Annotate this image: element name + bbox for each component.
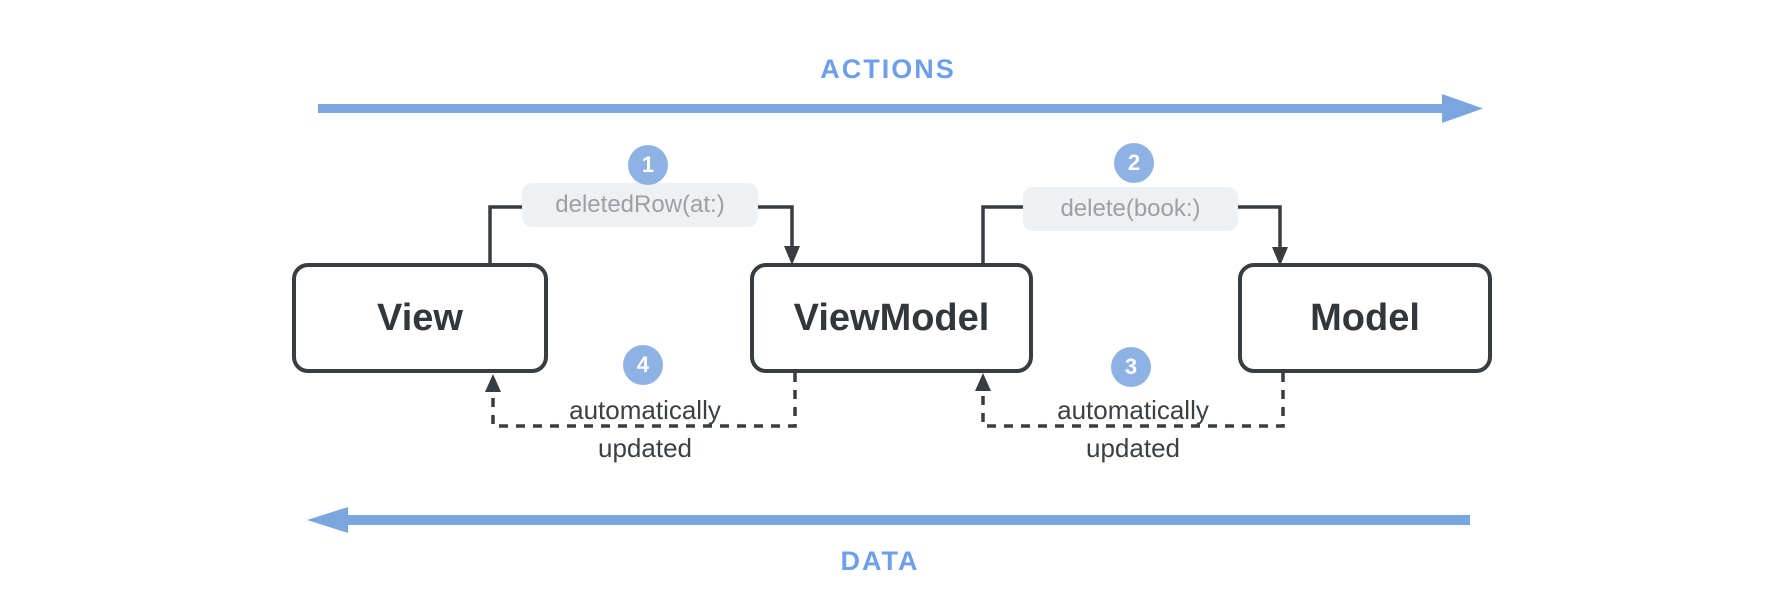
data-flow-label: DATA [840, 546, 920, 576]
auto-updated-note-viewmodel: automatically updated [1057, 395, 1209, 463]
down-arrowhead-icon [1272, 247, 1288, 266]
method-chip-deletedrow: deletedRow(at:) [522, 183, 758, 227]
step-badge-3: 3 [1111, 347, 1151, 387]
step-badge-1: 1 [628, 145, 668, 185]
actions-flow-arrow [318, 94, 1483, 123]
view-box: View [292, 263, 548, 373]
model-box: Model [1238, 263, 1492, 373]
auto-updated-note-view: automatically updated [569, 395, 721, 463]
up-arrowhead-icon [485, 374, 501, 392]
method-chip-delete: delete(book:) [1023, 187, 1238, 231]
connector-viewmodel-to-view-dashed [485, 373, 797, 428]
data-flow-arrow [307, 507, 1470, 533]
connector-model-to-viewmodel-dashed [975, 373, 1285, 428]
left-arrowhead-icon [307, 507, 348, 533]
step-badge-4: 4 [623, 345, 663, 385]
step-badge-2: 2 [1114, 143, 1154, 183]
viewmodel-box: ViewModel [750, 263, 1033, 373]
down-arrowhead-icon [784, 246, 800, 265]
right-arrowhead-icon [1442, 94, 1483, 123]
up-arrowhead-icon [975, 373, 991, 391]
actions-flow-label: ACTIONS [820, 54, 956, 84]
